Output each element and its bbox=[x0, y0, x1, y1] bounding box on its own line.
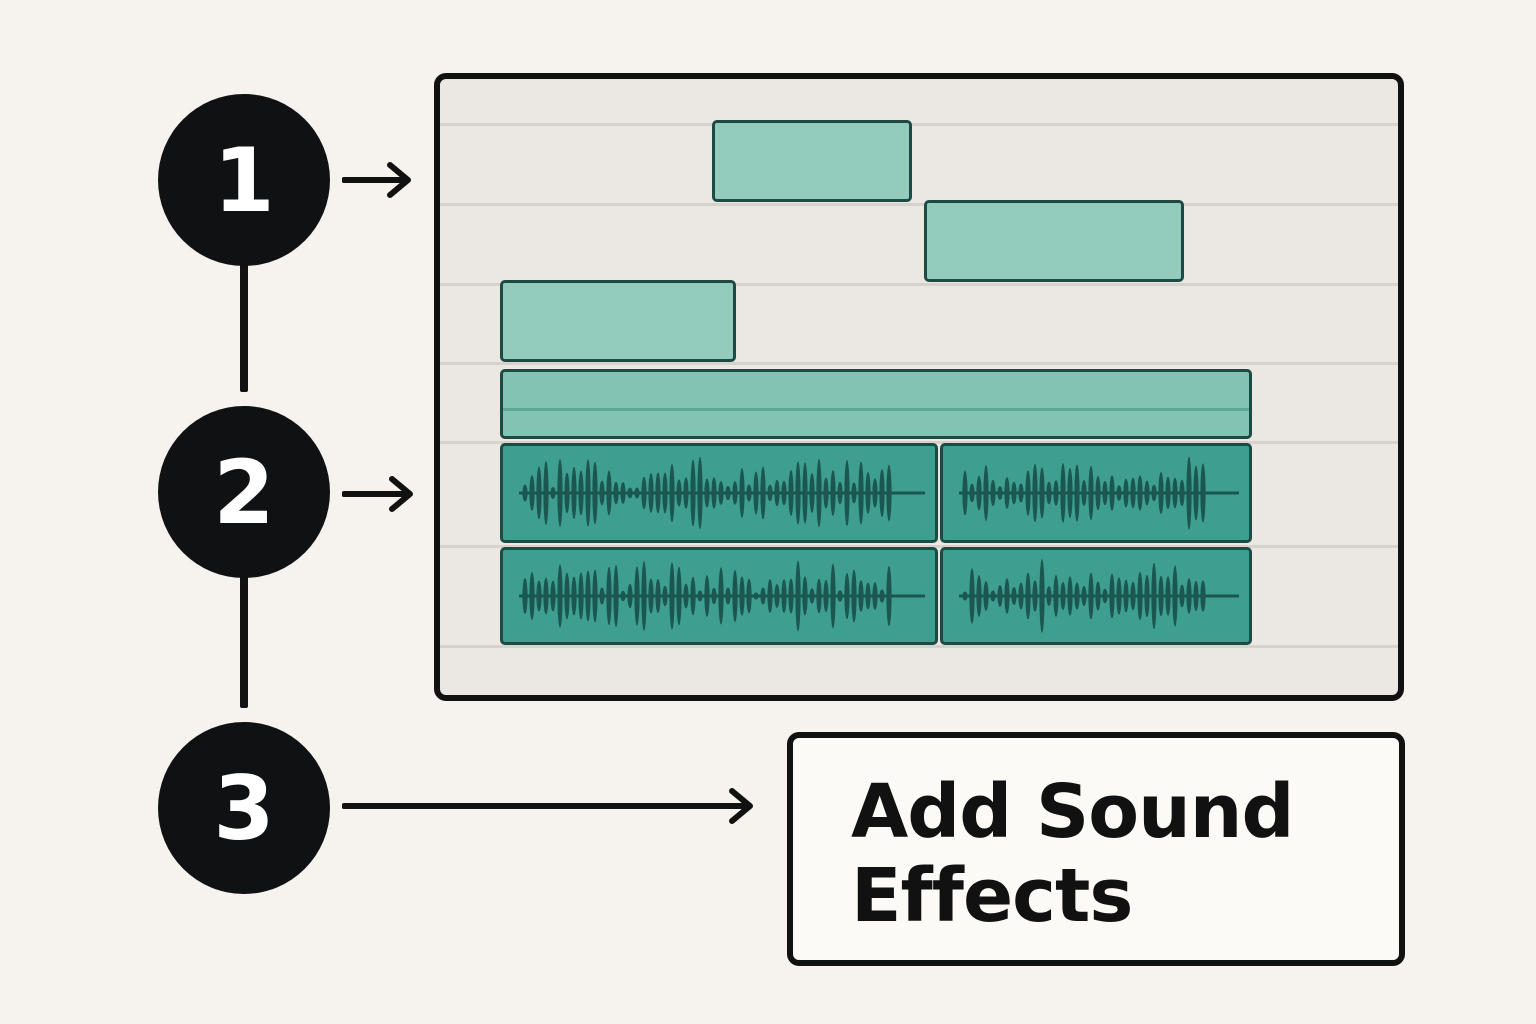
step-1-badge: 1 bbox=[158, 94, 330, 266]
arrow-step-3-icon bbox=[342, 788, 753, 824]
step-2-number: 2 bbox=[213, 440, 275, 544]
step-3-badge: 3 bbox=[158, 722, 330, 894]
sound-effects-label-box: Add Sound Effects bbox=[787, 732, 1405, 966]
waveform-icon bbox=[959, 456, 1239, 530]
track-divider bbox=[440, 441, 1398, 444]
track-divider bbox=[440, 203, 1398, 206]
connector-2-3 bbox=[240, 574, 248, 708]
clip-center-line bbox=[503, 408, 1249, 411]
timeline-panel bbox=[434, 73, 1404, 701]
audio-clip[interactable] bbox=[500, 443, 938, 543]
arrow-step-2-icon bbox=[342, 476, 413, 512]
arrow-step-1-icon bbox=[342, 162, 411, 198]
waveform-icon bbox=[959, 559, 1239, 633]
track-divider bbox=[440, 645, 1398, 648]
track-divider bbox=[440, 283, 1398, 286]
video-clip[interactable] bbox=[924, 200, 1184, 282]
audio-clip[interactable] bbox=[940, 547, 1252, 645]
sound-effects-label: Add Sound Effects bbox=[851, 769, 1294, 939]
audio-clip[interactable] bbox=[940, 443, 1252, 543]
track-divider bbox=[440, 362, 1398, 365]
video-clip-long[interactable] bbox=[500, 369, 1252, 439]
waveform-icon bbox=[519, 560, 925, 632]
step-1-number: 1 bbox=[213, 128, 275, 232]
audio-clip[interactable] bbox=[500, 547, 938, 645]
step-2-badge: 2 bbox=[158, 406, 330, 578]
connector-1-2 bbox=[240, 258, 248, 392]
video-clip[interactable] bbox=[500, 280, 736, 362]
step-3-number: 3 bbox=[213, 756, 275, 860]
track-divider bbox=[440, 545, 1398, 548]
waveform-icon bbox=[519, 456, 925, 530]
track-divider bbox=[440, 123, 1398, 126]
video-clip[interactable] bbox=[712, 120, 912, 202]
